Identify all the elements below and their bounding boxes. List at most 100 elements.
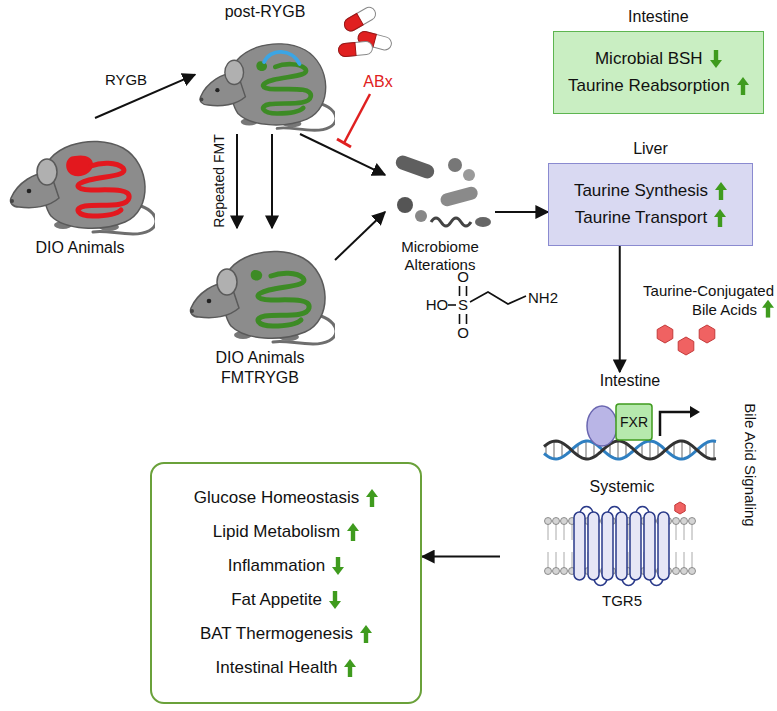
mouse-illustration <box>5 118 155 238</box>
capsule-half <box>342 14 363 34</box>
lipid-tail <box>684 524 685 540</box>
illustrated-node: DIO Animals FMTRYGB <box>185 228 335 388</box>
bile-acid-hexagon <box>699 325 715 343</box>
lipid-head <box>689 518 696 525</box>
mouse-nose <box>200 98 204 102</box>
increase-arrow <box>737 77 749 95</box>
receptor-helix <box>602 512 613 580</box>
organ-heading: Intestine <box>553 8 764 26</box>
outcome-text: Inflammation <box>228 556 325 576</box>
bacterium-oval <box>475 217 491 227</box>
inhibition-bar <box>337 139 351 147</box>
dna-rung <box>561 443 563 458</box>
capsule-shell <box>342 5 378 33</box>
receptor-helix <box>574 512 585 580</box>
receptor-helix <box>644 512 655 580</box>
signaling-label: Bile Acid Signaling <box>742 403 759 526</box>
lipid-head <box>673 568 680 575</box>
dna-rung <box>713 441 715 459</box>
mouse-eye <box>207 299 212 304</box>
outcome-item: Glucose Homeostasis <box>174 488 398 508</box>
outcome-item: Inflammation <box>174 556 398 576</box>
mouse-body <box>43 141 145 228</box>
arrow-shape <box>710 50 722 68</box>
effect-item: Taurine Reabsorption <box>568 76 749 96</box>
atom-label: O <box>457 268 469 285</box>
chemical-bond <box>466 286 468 296</box>
edge-label-box: RYGB <box>103 71 149 89</box>
mouse-nose <box>10 199 14 203</box>
lipid-tail <box>572 524 573 540</box>
bacterium-rod <box>439 185 479 207</box>
increase-arrow <box>360 625 372 643</box>
lipid-tail <box>692 524 693 540</box>
stomach-pouch <box>251 270 262 281</box>
increase-arrow <box>344 659 356 677</box>
mouse-eye <box>215 88 219 92</box>
decrease-arrow <box>710 50 722 68</box>
lipid-tail <box>564 524 565 540</box>
receptor-helix <box>616 512 627 580</box>
effect-text: Taurine Transport <box>575 208 707 228</box>
chemical-bond <box>459 286 461 296</box>
bile-acid-label: Taurine-Conjugated Bile Acids <box>643 282 774 318</box>
lipid-tail <box>548 552 549 568</box>
atom-label-box: O <box>457 267 469 286</box>
receptor-name: FXR <box>616 404 652 440</box>
mouse-ear <box>217 269 237 295</box>
effect-text: Microbial BSH <box>595 49 703 69</box>
flow-arrow <box>300 134 385 175</box>
atom-label-box: O <box>457 323 469 342</box>
organ-panel: Taurine SynthesisTaurine Transport <box>548 163 753 246</box>
increase-arrow <box>366 489 378 507</box>
outcome-text: BAT Thermogenesis <box>200 624 353 644</box>
lipid-tail <box>556 552 557 568</box>
organ-heading: Liver <box>548 140 753 158</box>
chemical-bond <box>466 314 468 324</box>
flow-arrow <box>495 211 548 213</box>
dna-rung <box>617 441 619 459</box>
increase-arrow <box>715 182 727 200</box>
outcome-item: Fat Appetite <box>174 590 398 610</box>
signaling-label-box: Bile Acid Signaling <box>740 403 759 526</box>
lipid-head <box>545 568 552 575</box>
illustrated-node: Microbiome Alterations <box>385 150 495 274</box>
arrow-shape <box>360 625 372 643</box>
dna-rung <box>681 441 683 459</box>
effect-item: Taurine Transport <box>563 208 738 228</box>
arrow-shape <box>344 659 356 677</box>
capsule-half <box>338 43 356 57</box>
atom-label: S <box>458 296 468 313</box>
bacterium-coccus <box>415 210 427 222</box>
decrease-arrow <box>329 591 341 609</box>
mouse-illustration <box>185 228 335 348</box>
bacterium-coccus <box>397 197 413 213</box>
receptor-helix <box>658 512 669 580</box>
lipid-head <box>681 518 688 525</box>
increase-arrow <box>714 209 726 227</box>
bacterium-rod <box>394 154 436 181</box>
lipid-tail <box>692 552 693 568</box>
atom-label-box: NH2 <box>528 288 558 307</box>
dna-strand <box>544 441 716 459</box>
arrow-shape <box>366 489 378 507</box>
lipid-tail <box>556 524 557 540</box>
lipid-head <box>561 518 568 525</box>
arrow-shape <box>714 209 726 227</box>
decrease-arrow <box>332 557 344 575</box>
outcome-text: Fat Appetite <box>231 590 322 610</box>
effect-text: Taurine Reabsorption <box>568 76 730 96</box>
bile-acid-label-box: Taurine-Conjugated Bile Acids <box>632 281 774 319</box>
intestine <box>258 273 309 326</box>
arrow-shape <box>737 77 749 95</box>
bacterium-spiral <box>431 218 471 226</box>
flow-arrow <box>271 134 273 228</box>
mouse-ear <box>225 60 244 84</box>
tgr5-membrane-illustration <box>500 500 710 590</box>
flow-arrow <box>619 246 621 372</box>
dna-rung <box>553 441 555 459</box>
chemical-bond <box>470 292 526 304</box>
capsule-pill <box>338 41 373 57</box>
arrow-shape <box>329 591 341 609</box>
